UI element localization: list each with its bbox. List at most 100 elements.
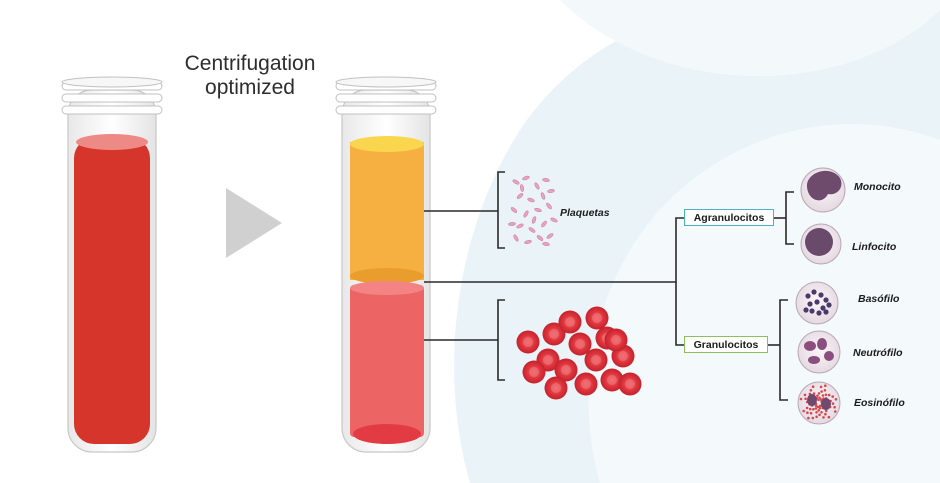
eosinophil-cell [797, 381, 841, 425]
tube-mouth [61, 76, 163, 88]
rbc-center [591, 355, 601, 365]
platelet [512, 179, 520, 185]
eosinophil-granule [824, 384, 827, 388]
eosinophil-granule [804, 397, 807, 401]
eosinophil-granule [802, 409, 805, 413]
basophil-granule [823, 309, 829, 315]
platelet [527, 197, 535, 203]
rbc-center [543, 355, 553, 365]
eosinophil-granule [820, 411, 823, 414]
rbc-bracket [497, 299, 505, 381]
basophil-granule [811, 289, 817, 295]
eosinophil-granule [808, 407, 812, 411]
lymphocyte-cell [800, 223, 842, 265]
basophil-granule [823, 297, 829, 303]
basophil-granule [805, 293, 811, 299]
platelet [522, 175, 530, 181]
eosinophil-granule [817, 409, 820, 412]
eosinophil-granule [806, 411, 809, 415]
eosinophil-granule [822, 416, 825, 419]
basophil-granule [809, 308, 815, 314]
eosinophil-granule [814, 407, 818, 410]
platelet-cluster [508, 175, 558, 246]
rbc-center [592, 313, 602, 323]
platelet [540, 192, 546, 200]
buffy-coat [350, 268, 424, 284]
eosinophil-granule [799, 397, 803, 401]
eosinophil-granule [812, 392, 816, 395]
basophil-granule [814, 299, 820, 305]
platelet [541, 220, 547, 228]
rbc-center [625, 379, 635, 389]
rbc-center [575, 339, 585, 349]
eosinophil-granule [834, 410, 837, 413]
platelet [547, 189, 555, 193]
platelet [546, 233, 554, 239]
eosinophil-granule [812, 408, 815, 411]
platelet [542, 242, 550, 246]
agranulocitos-box: Agranulocitos [684, 209, 774, 226]
eosinophil-granule [824, 412, 827, 416]
granulocitos-box: Granulocitos [684, 336, 768, 353]
plasma-layer [350, 142, 424, 280]
rbc-center [549, 329, 559, 339]
leukocyte-bracket [675, 217, 684, 346]
centrifugation-caption: Centrifugation optimized [150, 52, 350, 100]
platelet [546, 202, 552, 210]
label-basofilo: Basófilo [858, 293, 900, 305]
rbc-center [581, 379, 591, 389]
tube-rim-2 [61, 93, 163, 103]
platelet [510, 207, 518, 213]
rbc-center [618, 351, 628, 361]
eosinophil-granule [811, 385, 815, 389]
tube-rim-3 [335, 105, 437, 115]
red-layer-bottom [353, 424, 421, 444]
eosinophil-granule [819, 398, 823, 401]
eosinophil-granule [818, 396, 821, 400]
rbc-center [611, 335, 621, 345]
eosinophil-granule [821, 394, 825, 397]
label-eosinofilo: Eosinófilo [854, 397, 905, 409]
neutrophil-cell [797, 330, 841, 374]
eosinophil-granule [834, 398, 838, 401]
platelet [534, 182, 540, 190]
platelet [508, 222, 516, 226]
eosinophil-granule [824, 409, 828, 413]
basophil-granule [820, 305, 826, 311]
eosinophil-granule [817, 398, 820, 402]
eosinophil-granule [818, 404, 822, 408]
rbc-center [565, 317, 575, 327]
blood-surface [76, 134, 148, 150]
eosinophil-granule [831, 395, 834, 398]
eosinophil-granule [811, 416, 815, 420]
connector-lines [424, 171, 794, 401]
basophil-cell [795, 281, 839, 325]
rbc-center [523, 337, 533, 347]
eosinophil-granule [819, 385, 823, 389]
red-layer-surface [350, 281, 424, 295]
eosinophil-granule [831, 402, 835, 405]
basophil-granule [816, 310, 822, 316]
platelet [516, 193, 524, 199]
tube-mouth [335, 76, 437, 88]
eosinophil-granule [809, 411, 813, 415]
label-monocito: Monocito [854, 181, 901, 193]
platelet [516, 223, 524, 229]
rbc-center [607, 375, 617, 385]
tube-centrifuged [335, 76, 437, 453]
eosinophil-granule [815, 411, 818, 414]
platelet [550, 217, 558, 223]
play-triangle-icon [226, 188, 282, 258]
red-cell-layer [350, 285, 424, 437]
caption-line-2: optimized [205, 76, 295, 99]
plasma-surface [350, 136, 424, 152]
rbc-center [529, 367, 539, 377]
eosinophil-granule [803, 393, 807, 397]
tube-rim-2 [335, 93, 437, 103]
eosinophil-granule [816, 405, 820, 409]
caption-line-1: Centrifugation [184, 52, 316, 75]
basophil-granules [803, 289, 832, 316]
rbc-center [551, 383, 561, 393]
